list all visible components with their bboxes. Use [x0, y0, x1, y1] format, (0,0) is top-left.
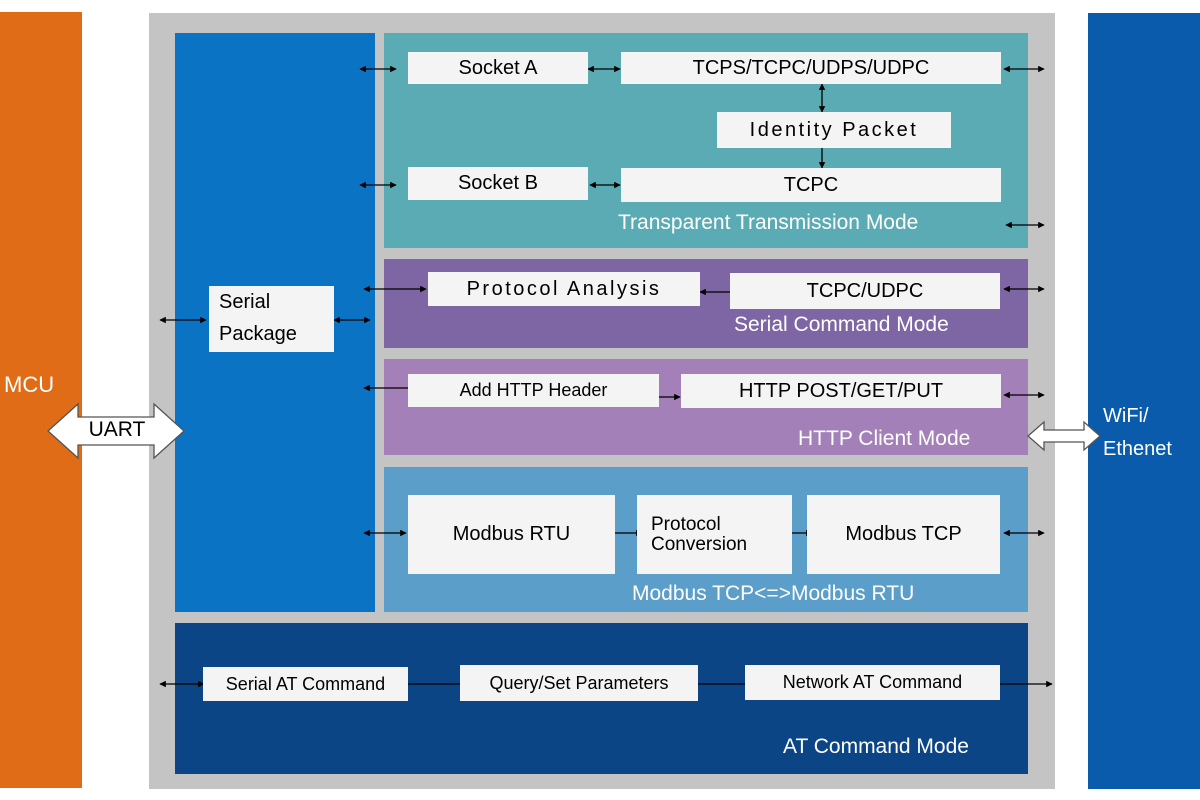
serial-package-line1: Serial — [219, 291, 271, 313]
add-http-header-box: Add HTTP Header — [408, 374, 659, 407]
serial-command-mode-label: Serial Command Mode — [734, 313, 949, 336]
serial-package-box: Serial Package — [209, 286, 334, 352]
transparent-mode-label: Transparent Transmission Mode — [618, 211, 919, 234]
wifi-label-line2: Ethenet — [1103, 438, 1172, 460]
tcpc-box: TCPC — [621, 168, 1001, 202]
conversion-line2: Conversion — [651, 533, 748, 555]
serial-package-line2: Package — [219, 323, 297, 345]
mcu-block — [0, 12, 82, 788]
serial-at-command-box: Serial AT Command — [203, 667, 408, 701]
modbus-tcp-box: Modbus TCP — [807, 495, 1000, 574]
network-at-command-box: Network AT Command — [745, 665, 1000, 700]
http-methods-box: HTTP POST/GET/PUT — [681, 374, 1001, 408]
wifi-double-arrow — [1027, 420, 1101, 452]
conversion-line1: Protocol — [651, 513, 721, 535]
uart-double-arrow — [47, 402, 185, 460]
at-command-mode-label: AT Command Mode — [783, 735, 969, 758]
tcpc-udpc-box: TCPC/UDPC — [730, 273, 1000, 309]
wifi-ethernet-label: WiFi/ Ethenet — [1103, 400, 1172, 466]
protocol-conversion-box: Protocol Conversion — [637, 495, 792, 574]
wifi-ethernet-block — [1088, 13, 1200, 789]
socket-b-box: Socket B — [408, 167, 588, 200]
modbus-mode-label: Modbus TCP<=>Modbus RTU — [632, 582, 915, 605]
uart-label: UART — [88, 418, 146, 441]
modbus-rtu-box: Modbus RTU — [408, 495, 615, 574]
query-set-parameters-box: Query/Set Parameters — [460, 665, 698, 701]
http-client-mode-label: HTTP Client Mode — [798, 427, 971, 450]
wifi-label-line1: WiFi/ — [1103, 405, 1149, 427]
identity-packet-box: Identity Packet — [717, 112, 951, 148]
socket-a-box: Socket A — [408, 52, 588, 84]
protocols-box: TCPS/TCPC/UDPS/UDPC — [621, 52, 1001, 84]
protocol-analysis-box: Protocol Analysis — [428, 272, 700, 306]
mcu-label: MCU — [4, 372, 55, 397]
